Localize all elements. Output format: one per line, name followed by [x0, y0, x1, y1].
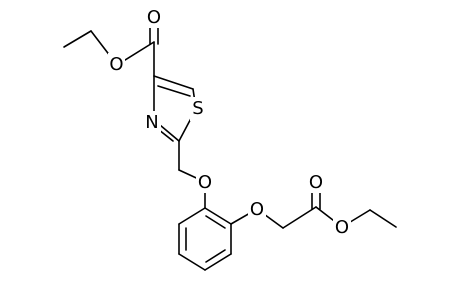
bond-ethyl-right: [369, 209, 397, 228]
atom-o-ester-right-carbonyl: O: [309, 172, 323, 193]
atom-s-thiazole: S: [192, 98, 203, 119]
bond-benzene-3: [204, 253, 232, 271]
bond-benzene-inner-1: [205, 215, 226, 229]
atom-o-ester-top-carbonyl: O: [147, 7, 161, 28]
bond-benzene-inner-3: [205, 249, 226, 263]
bond-c4-c5-b: [157, 85, 191, 97]
atom-o-ether-1: O: [198, 172, 212, 193]
bond-ethyl-top-1: [63, 30, 92, 48]
atom-n-thiazole: N: [145, 112, 158, 133]
bond-benzene-1: [204, 207, 232, 225]
atom-labels: O O N S O O O O: [108, 6, 351, 238]
bond-layer: [63, 14, 397, 271]
bond-c4-c5-a: [153, 75, 194, 90]
atom-o-ester-top: O: [109, 54, 123, 75]
atom-o-ether-2: O: [250, 199, 264, 220]
bond-benzene-6: [178, 207, 206, 225]
bond-ch2-carbonyl: [282, 206, 317, 229]
bond-benzene-4: [178, 253, 206, 271]
atom-o-ester-right: O: [335, 217, 349, 238]
